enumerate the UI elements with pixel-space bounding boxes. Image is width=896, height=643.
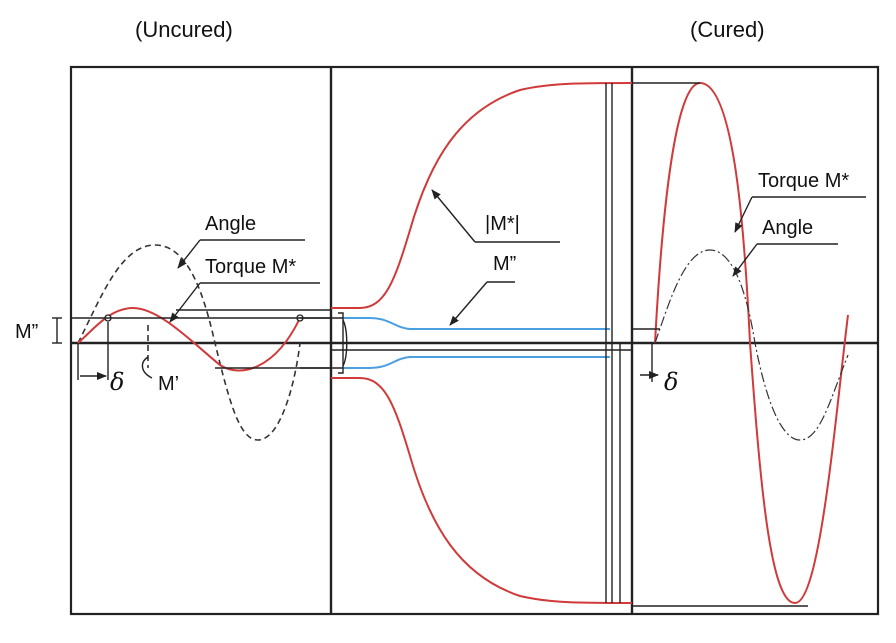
m-double-prime-curve-top <box>343 317 610 330</box>
label-m-double-prime-left: M” <box>15 321 38 343</box>
label-modulus-abs: |M*| <box>485 213 520 235</box>
oscillation-mark-start <box>338 312 344 374</box>
label-angle-left: Angle <box>205 213 256 235</box>
header-cured: (Cured) <box>690 17 765 42</box>
angle-curve-cured <box>654 249 849 441</box>
label-m-prime: M’ <box>158 373 179 395</box>
label-m-double-prime-mid: M” <box>493 253 516 275</box>
torque-right-leader <box>734 196 753 233</box>
m-double-prime-curve-bottom <box>343 356 610 369</box>
torque-left-leader <box>169 282 201 323</box>
angle-right-leader <box>732 243 758 277</box>
angle-curve-uncured <box>77 244 301 441</box>
header-uncured: (Uncured) <box>135 17 233 42</box>
plot-frame <box>69 65 880 616</box>
label-angle-right: Angle <box>762 217 813 239</box>
modulus-envelope-bottom <box>331 377 633 604</box>
label-torque-right: Torque M* <box>758 170 849 192</box>
modulus-envelope-top <box>331 82 633 309</box>
oscillation-mark-fine <box>342 319 348 367</box>
label-torque-left: Torque M* <box>205 256 296 278</box>
label-delta-left: δ <box>110 368 124 396</box>
m-double-prime-mid-leader <box>449 281 488 326</box>
torque-curve-cured <box>654 81 849 605</box>
modulus-abs-leader <box>431 189 476 243</box>
m-prime-leader <box>141 356 153 379</box>
label-delta-right: δ <box>664 368 678 396</box>
angle-left-leader <box>177 239 201 269</box>
